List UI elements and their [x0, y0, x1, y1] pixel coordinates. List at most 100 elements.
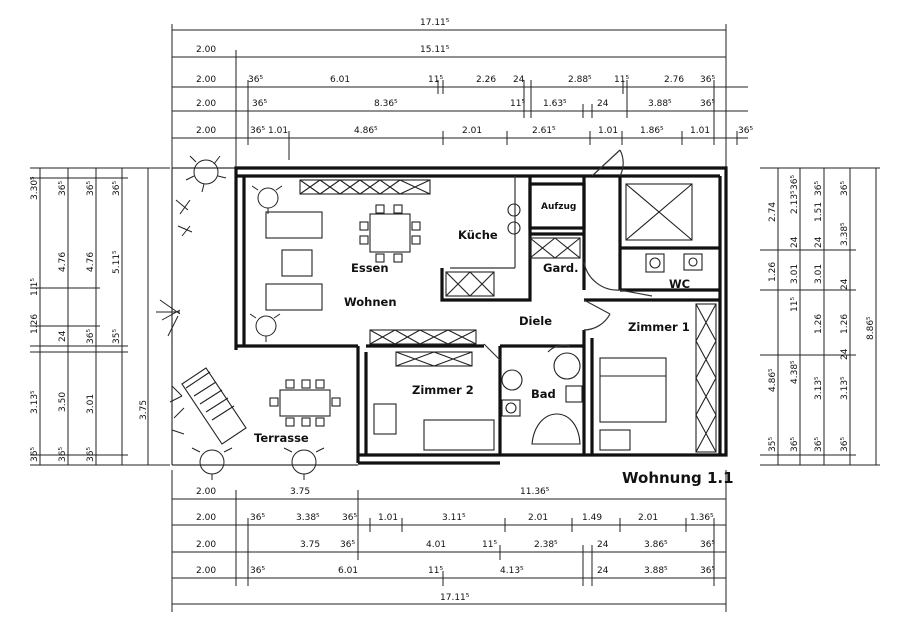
top-dim: 3.88⁵	[648, 99, 672, 109]
right-dim: 24	[840, 348, 850, 360]
left-dim: 24	[58, 330, 68, 342]
left-dim: 36⁵	[58, 447, 68, 462]
bottom-dim: 36⁵	[340, 540, 355, 550]
left-dimension-chains: 3.30⁵ 1.1⁵ 1.26 3.13⁵ 36⁵ 36⁵ 4.76 24 3.…	[30, 167, 170, 466]
left-dim: 36⁵	[112, 181, 122, 196]
right-dim: 3.13⁵	[814, 376, 824, 400]
bottom-dim: 36⁵	[342, 513, 357, 523]
room-label-bad: Bad	[531, 387, 556, 401]
right-dim: 2.74	[768, 202, 778, 222]
right-dim: 36⁵	[840, 181, 850, 196]
top-dim: 1.01	[268, 126, 288, 136]
bottom-dim: 1.36⁵	[690, 513, 714, 523]
top-dim: 1.63⁵	[543, 99, 567, 109]
right-dim: 3.13⁵	[840, 376, 850, 400]
top-dim: 2.00	[196, 75, 216, 85]
hatched-elements	[299, 179, 717, 453]
top-dim: 2.00	[196, 45, 216, 55]
top-total-label: 17.11⁵	[420, 18, 450, 28]
room-label-gard: Gard.	[543, 261, 578, 275]
left-dim: 35⁵	[112, 329, 122, 344]
top-dim: 15.11⁵	[420, 45, 450, 55]
right-dim: 36⁵	[814, 437, 824, 452]
top-dim: 2.00	[196, 99, 216, 109]
room-labels: Küche Aufzug Essen Wohnen Gard. WC Diele…	[254, 202, 690, 445]
right-dim: 24	[790, 236, 800, 248]
top-dim: 11⁵	[614, 75, 629, 85]
bottom-dim: 1.49	[582, 513, 602, 523]
right-dim: 36⁵	[840, 437, 850, 452]
right-dim: 36⁵	[790, 175, 800, 190]
top-dim: 36⁵	[252, 99, 267, 109]
bottom-dim: 4.01	[426, 540, 446, 550]
left-dim: 1.26	[30, 314, 40, 334]
top-dim: 8.36⁵	[374, 99, 398, 109]
top-dim: 1.01	[690, 126, 710, 136]
top-dim: 36⁵	[250, 126, 265, 136]
right-dim: 3.38⁵	[840, 222, 850, 246]
bottom-dim: 2.01	[638, 513, 658, 523]
left-dim: 36⁵	[58, 181, 68, 196]
bottom-dim: 36⁵	[250, 566, 265, 576]
top-dim: 11⁵	[428, 75, 443, 85]
bottom-dim: 2.01	[528, 513, 548, 523]
bottom-dim: 24	[597, 540, 609, 550]
top-dim: 36⁵	[248, 75, 263, 85]
left-dim: 4.76	[86, 252, 96, 272]
plant-icon	[249, 313, 281, 342]
doors	[483, 149, 653, 361]
bottom-dim: 36⁵	[250, 513, 265, 523]
room-label-diele: Diele	[519, 314, 552, 328]
bottom-dimension-chains: 2.00 3.75 11.36⁵ 2.00 36⁵ 3.38⁵ 36⁵ 1.01…	[171, 470, 727, 612]
plant-icon	[251, 185, 283, 214]
plant-icon	[156, 299, 181, 337]
left-dim: 36⁵	[86, 329, 96, 344]
bottom-dim: 36⁵	[700, 540, 715, 550]
right-dim: 24	[840, 278, 850, 290]
right-dim: 8.86⁵	[866, 316, 876, 340]
right-dim: 24	[814, 236, 824, 248]
left-dim: 1.1⁵	[30, 278, 40, 296]
top-dim: 2.76	[664, 75, 684, 85]
top-dim: 24	[597, 99, 609, 109]
right-dim: 1.26	[840, 314, 850, 334]
bottom-dim: 11⁵	[482, 540, 497, 550]
right-dim: 11⁵	[790, 297, 800, 312]
plant-icon	[185, 155, 227, 193]
bottom-dim: 3.86⁵	[644, 540, 668, 550]
left-dim: 5.11⁵	[112, 250, 122, 274]
left-dim: 3.50	[58, 392, 68, 412]
plants	[156, 155, 325, 480]
room-label-essen: Essen	[351, 261, 389, 275]
bottom-dim: 3.38⁵	[296, 513, 320, 523]
top-dim: 2.88⁵	[568, 75, 592, 85]
right-dim: 3.01	[814, 264, 824, 284]
terrace-edge	[171, 167, 358, 466]
bottom-dim: 6.01	[338, 566, 358, 576]
right-dim: 35⁵	[768, 437, 778, 452]
bottom-dim: 2.38⁵	[534, 540, 558, 550]
bottom-dim: 1.01	[378, 513, 398, 523]
bottom-dim: 3.75	[290, 487, 310, 497]
room-label-terrasse: Terrasse	[254, 431, 309, 445]
left-dim: 36⁵	[30, 447, 40, 462]
top-dim: 1.01	[598, 126, 618, 136]
room-label-zimmer1: Zimmer 1	[628, 320, 690, 334]
right-dim: 4.38⁵	[790, 360, 800, 384]
right-dimension-chains: 2.74 1.26 4.86⁵ 35⁵ 2.13⁵ 36⁵ 24 3.01 11…	[760, 167, 880, 466]
right-dim: 1.26	[814, 314, 824, 334]
left-dim: 36⁵	[86, 447, 96, 462]
bottom-dim: 2.00	[196, 513, 216, 523]
bottom-dim: 11.36⁵	[520, 487, 550, 497]
plant-icon	[191, 447, 233, 480]
left-dim: 4.76	[58, 252, 68, 272]
plant-icon	[175, 199, 193, 237]
top-dim: 2.00	[196, 126, 216, 136]
right-dim: 36⁵	[790, 437, 800, 452]
left-dim: 36⁵	[86, 181, 96, 196]
top-dim: 36⁵	[700, 75, 715, 85]
right-dim: 1.51	[814, 202, 824, 222]
top-dim: 36⁵	[700, 99, 715, 109]
bottom-dim: 24	[597, 566, 609, 576]
top-dim: 2.01	[462, 126, 482, 136]
